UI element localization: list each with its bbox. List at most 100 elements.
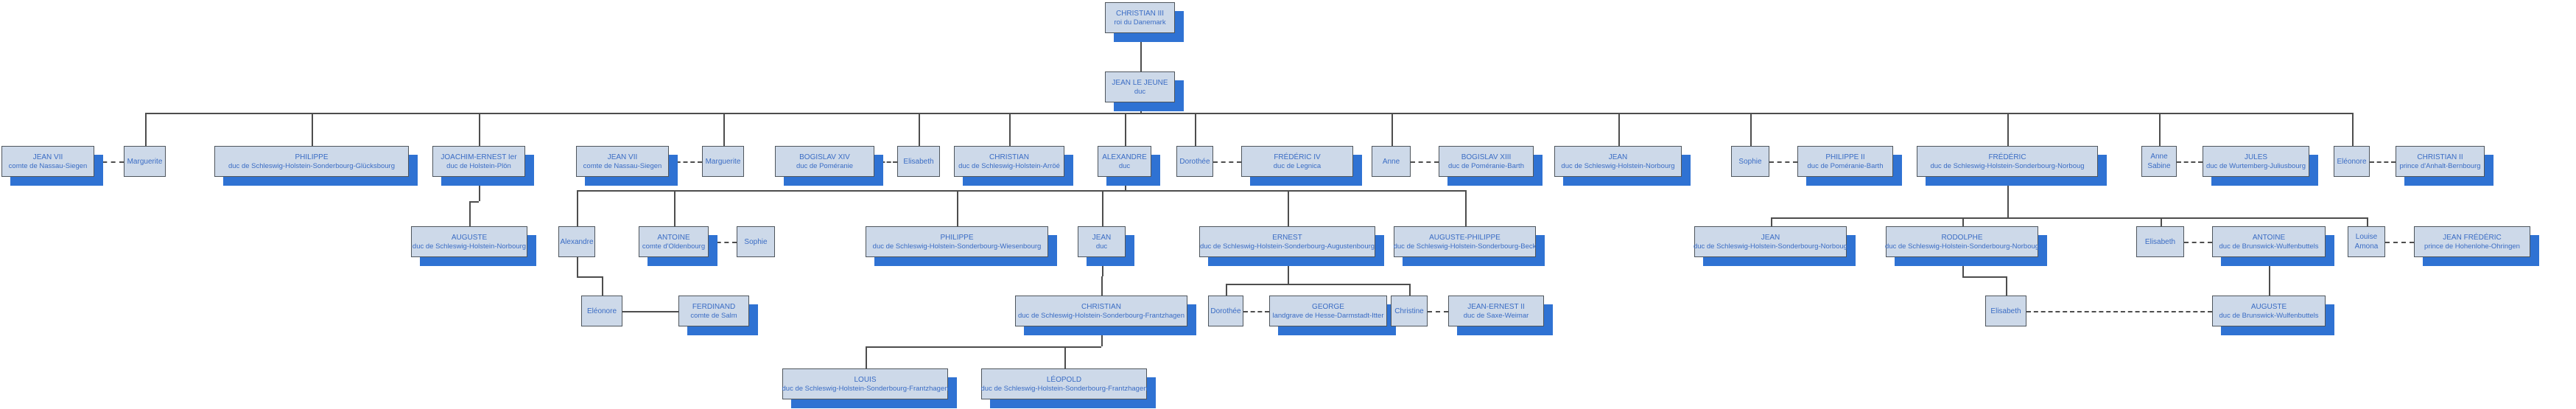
descent-line — [1124, 177, 1126, 190]
person-name: Elisabeth — [1990, 307, 2021, 315]
person-name: CHRISTIAN — [1081, 302, 1121, 311]
person-elisabeth-frederic: Elisabeth — [2136, 226, 2184, 257]
marriage-line — [1243, 311, 1269, 312]
person-name-second-line: Amona — [2354, 242, 2379, 251]
descent-line — [2159, 113, 2161, 146]
person-name: PHILIPPE — [940, 233, 974, 242]
person-name: Louise — [2355, 233, 2378, 241]
person-title: duc de Schleswig-Holstein-Arröé — [958, 161, 1060, 170]
person-marguerite-a: Marguerite — [124, 146, 166, 177]
person-name: JEAN-ERNEST II — [1467, 302, 1525, 311]
descent-line — [1009, 113, 1011, 146]
person-title: landgrave de Hesse-Darmstadt-Itter — [1272, 311, 1384, 320]
person-sophie-oldenbourg: Sophie — [737, 226, 775, 257]
descent-line — [602, 276, 603, 296]
person-name: CHRISTIAN — [989, 153, 1029, 161]
person-title: duc de Schleswig-Holstein-Sonderbourg-No… — [1693, 242, 1848, 251]
person-title: comte d'Oldenbourg — [642, 242, 706, 251]
person-title: duc — [1095, 242, 1108, 251]
person-name: ERNEST — [1272, 233, 1302, 242]
person-name: PHILIPPE — [295, 153, 329, 161]
person-alexandre-fils: Alexandre — [558, 226, 595, 257]
marriage-line — [2385, 242, 2414, 243]
person-name: Anne — [2150, 153, 2168, 161]
marriage-line — [1213, 161, 1241, 163]
person-name: ALEXANDRE — [1102, 153, 1147, 161]
descent-line — [1770, 217, 1772, 226]
person-name-second-line: Sabine — [2147, 162, 2171, 170]
person-name: FERDINAND — [692, 302, 736, 311]
person-title: duc de Schleswig-Holstein-Sonderbourg-Wi… — [872, 242, 1042, 251]
sibling-bus-line — [1962, 276, 2006, 278]
sibling-bus-line — [865, 346, 1101, 348]
descent-line — [919, 113, 920, 146]
descent-line — [2351, 113, 2354, 146]
descent-line — [577, 257, 578, 276]
descent-line — [1391, 113, 1393, 146]
descent-line — [1124, 113, 1126, 146]
descent-line — [2007, 113, 2009, 146]
person-name: AUGUSTE — [2250, 302, 2287, 311]
person-title: duc de Schleswig-Holstein-Sonderbourg-Gl… — [228, 161, 395, 170]
descent-line — [1962, 257, 1964, 276]
person-name: Marguerite — [127, 157, 163, 166]
marriage-line — [709, 242, 737, 243]
person-name: AUGUSTE-PHILIPPE — [1429, 233, 1501, 242]
descent-line — [1287, 190, 1289, 226]
descent-line — [723, 113, 725, 146]
person-name: JEAN — [1608, 153, 1628, 161]
person-title: duc de Legnica — [1273, 161, 1322, 170]
person-name: JEAN VII — [32, 153, 63, 161]
descent-line — [2006, 276, 2007, 296]
person-title: duc de Schleswig-Holstein-Sonderbourg-Fr… — [1017, 311, 1185, 320]
person-title: comte de Nassau-Siegen — [583, 161, 662, 170]
person-title: duc de Holstein-Plön — [446, 161, 511, 170]
descent-line — [2160, 217, 2162, 226]
person-name: Sophie — [1738, 157, 1762, 166]
person-name: Elisabeth — [2144, 237, 2176, 246]
person-name: LÉOPOLD — [1046, 375, 1082, 384]
person-title: duc de Schleswig-Holstein-Sonderbourg-No… — [1930, 161, 2085, 170]
descent-line — [1962, 217, 1964, 226]
descent-line — [479, 177, 480, 201]
descent-line — [1409, 284, 1411, 296]
descent-line — [1464, 190, 1467, 226]
person-title: duc de Schleswig-Holstein-Sonderbourg-Au… — [1199, 242, 1375, 251]
person-title: duc — [1118, 161, 1131, 170]
marriage-line — [2177, 161, 2203, 163]
person-title: duc — [1134, 87, 1146, 96]
descent-line — [1750, 113, 1752, 146]
person-name: ANTOINE — [657, 233, 690, 242]
sibling-bus-line — [577, 190, 1465, 192]
person-name: Anne — [1382, 157, 1400, 166]
descent-line — [1064, 346, 1066, 368]
person-title: comte de Nassau-Siegen — [8, 161, 88, 170]
person-title: prince de Hohenlohe-Ohringen — [2424, 242, 2520, 251]
person-name: BOGISLAV XIV — [799, 153, 850, 161]
sibling-bus-line — [469, 201, 479, 203]
marriage-line — [874, 161, 897, 163]
marriage-line — [2370, 161, 2396, 163]
descent-line — [1287, 257, 1289, 284]
